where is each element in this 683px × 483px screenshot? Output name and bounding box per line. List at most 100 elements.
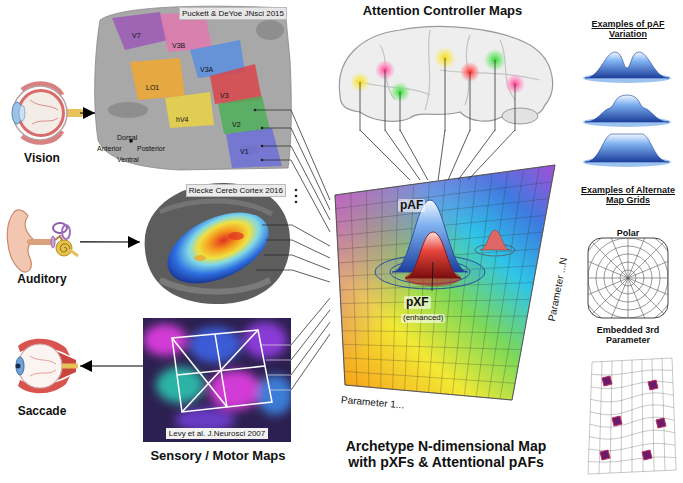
label: Polar: [617, 229, 640, 239]
label: V3B: [172, 42, 185, 50]
saccade-map-part-part: [268, 375, 291, 376]
ear-icon-part: [62, 225, 70, 239]
n-dimensional-surface-part: [335, 165, 555, 400]
connector: [80, 113, 95, 114]
node-text: Attention Controller Maps: [363, 4, 523, 19]
attention-brain-part-part: [445, 58, 446, 131]
ellipsis-dots-part: [295, 201, 298, 204]
visual-cortex-map-part: [218, 96, 270, 134]
attention-brain-part-part: [360, 82, 361, 131]
controller-brain: Attention Controller Maps: [330, 4, 555, 130]
connector-line: [400, 130, 428, 180]
label-holder: (enhanced): [401, 306, 445, 324]
grid-line: [590, 417, 674, 427]
label-holder: Examples of pAF Variation: [576, 20, 680, 41]
visual-cortex-map-part-part: [262, 146, 291, 147]
label: V3A: [200, 66, 213, 74]
embedded-parameter-grid-part-part: [602, 376, 612, 386]
paf-variation-examples: [583, 52, 671, 167]
n-dimensional-surface-part: [335, 165, 555, 400]
embedded-parameter-grid-part-part: [600, 450, 610, 460]
warped-grid: [588, 358, 676, 474]
attention-peaks-part: [480, 230, 510, 250]
polar-grid-part-part: [588, 238, 668, 318]
paf-variation-examples-part: [585, 134, 669, 162]
label: Ventral: [117, 156, 139, 164]
label: Examples of Alternate Map Grids: [576, 186, 680, 206]
node-text: Puckett & DeYoe JNsci 2015: [179, 7, 287, 20]
auditory-cortex-map-part: [194, 255, 206, 261]
grid-line: [588, 470, 676, 474]
vision-eye-icon: [12, 84, 80, 143]
attention-peaks: [375, 200, 515, 291]
grid-line: [621, 361, 622, 473]
attention-brain-part-part: [495, 60, 496, 131]
connector: [291, 298, 330, 390]
grid-line: [672, 358, 676, 470]
grid-line: [662, 359, 665, 471]
attention-brain-part: [355, 30, 540, 110]
embedded-parameter-grid-part-part: [612, 416, 622, 426]
saccade-map-part-part: [143, 322, 291, 432]
ellipsis-dots: [295, 189, 298, 204]
label: pAF: [398, 199, 425, 212]
label-holder: Anterior: [97, 137, 122, 155]
grid-line: [592, 358, 672, 362]
auditory-cortex-map-part-part: [264, 255, 292, 256]
polar-grid: [568, 218, 683, 338]
saccade-eye-icon-part: [62, 364, 78, 369]
visual-cortex-map-part-part: [262, 160, 291, 161]
label: LO1: [146, 84, 159, 92]
ellipsis-dots-part: [295, 195, 298, 198]
attention-brain-part: [502, 108, 538, 124]
grid-line: [341, 299, 531, 303]
label: Parameter ...N: [546, 256, 569, 322]
auditory-cortex-map-part-part: [266, 240, 292, 241]
grid-line: [590, 405, 674, 415]
connector-line: [292, 270, 330, 282]
paf-variation-examples-part: [585, 95, 669, 122]
visual-cortex-map-part: [226, 128, 282, 168]
node-text: Archetype N-dimensional Map with pXFs & …: [334, 438, 558, 470]
label: V3: [220, 92, 229, 100]
grid-line: [344, 371, 515, 383]
saccade-map: [143, 318, 293, 442]
paf-variation-examples-part: [585, 52, 669, 78]
label-holder: Examples of Alternate Map Grids: [576, 186, 680, 207]
visual-cortex-map: [95, 6, 292, 170]
auditory-cortex-map-part: [256, 225, 292, 270]
saccade-eye-icon-part: [18, 344, 62, 388]
connector: [80, 241, 140, 242]
auditory-cortex-map-part: [160, 201, 272, 214]
visual-cortex-map-part: [261, 127, 264, 130]
ear-icon-part: [60, 244, 70, 252]
node-text: Vision: [24, 152, 60, 166]
grid-line: [336, 182, 552, 209]
attention-brain-part-part: [440, 70, 540, 80]
connector-line: [385, 130, 420, 180]
connector-line: [468, 130, 515, 180]
visual-cortex-map-part: [112, 12, 168, 50]
label-holder: V3B: [172, 34, 185, 52]
saccade-map-part-part: [270, 390, 291, 391]
label-holder: V3: [220, 84, 229, 102]
saccade-map-part-part: [172, 330, 272, 412]
saccade-eye-icon: [16, 339, 79, 394]
embedded-parameter-grid: [588, 358, 676, 474]
attention-brain: [339, 26, 552, 131]
attention-brain-part-part: [425, 30, 430, 110]
label-holder: Embedded 3rd Parameter: [576, 326, 680, 347]
connector: [291, 110, 330, 232]
grid-line: [343, 344, 521, 349]
connector-line: [291, 322, 330, 375]
vision-eye-icon-part: [17, 89, 65, 137]
label-holder: V1: [240, 140, 249, 158]
map-panel: Levy et al. J.Neurosci 2007: [143, 318, 291, 442]
ear-icon-part: [30, 239, 52, 245]
connector-line: [80, 112, 95, 113]
n-dimensional-surface: [335, 165, 555, 400]
grid-line: [344, 358, 518, 367]
connector-line: [458, 130, 495, 180]
grid-line: [589, 444, 675, 451]
